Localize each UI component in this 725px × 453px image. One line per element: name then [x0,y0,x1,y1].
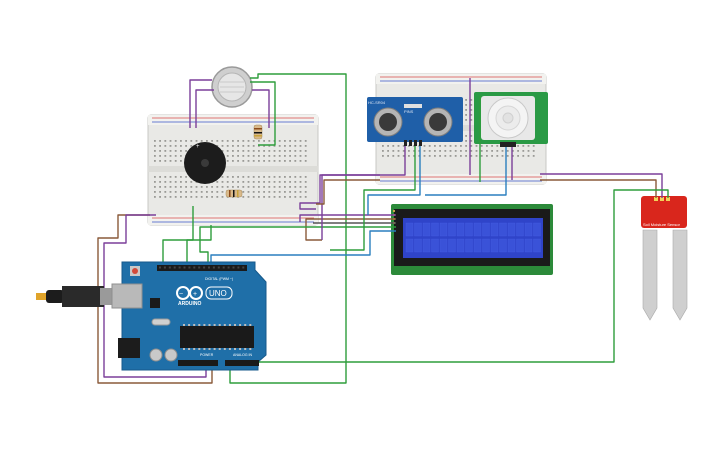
wire-lcd-brown[interactable] [305,218,396,241]
digital-header-pins [159,266,245,269]
lcd-display[interactable] [391,204,553,275]
wire-gas-purple-1[interactable] [189,79,212,128]
lcd-character-cells [405,222,541,253]
arduino-model-text: UNO [209,289,227,298]
digital-header-label: DIGITAL (PWM ~) [205,277,233,281]
chip-pins [183,324,252,350]
wire-gas-green[interactable] [250,81,276,146]
wire-lcd-green[interactable] [199,226,396,265]
arduino-uno-board[interactable]: − + ARDUINO UNO DIGITAL (PWM ~) POWER AN… [111,261,267,371]
wire-power-brown-left[interactable] [97,214,213,384]
svg-text:−: − [179,291,183,298]
wire-gas-purple-3[interactable] [252,89,270,128]
wire-lcd-blue[interactable] [210,230,396,265]
piezo-buzzer[interactable]: + [184,142,226,184]
ultrasonic-model-label: HC-SR04 [368,100,386,105]
usb-cable[interactable] [36,286,124,307]
wire-gas-purple-2[interactable] [195,89,214,128]
wire-us-green[interactable] [330,146,416,251]
resistor-middle[interactable] [225,189,243,198]
arduino-infinity-icon: − + [176,286,203,300]
arduino-logo-text: ARDUINO [178,301,201,307]
wire-soil-green[interactable] [250,189,669,363]
gas-sensor[interactable] [211,66,253,108]
soil-moisture-sensor[interactable]: Soil Moisture Sensor [641,196,688,321]
svg-text:+: + [193,291,197,298]
buzzer-plus-icon: + [196,144,200,150]
left-breadboard[interactable] [147,114,319,226]
pir-motion-sensor[interactable] [474,92,548,147]
wire-bb-link-purple[interactable] [299,174,380,210]
ultrasonic-sensor[interactable]: HC-SR04 PINS [367,97,463,146]
wire-bb-green-1[interactable] [162,206,194,265]
wire-bb-link-brown[interactable] [316,179,380,205]
analog-header-label: ANALOG IN [233,353,253,357]
wire-soil-brown[interactable] [540,179,657,198]
wire-bb-green-2[interactable] [186,225,212,265]
ultrasonic-pins-label: PINS [404,109,414,114]
wire-group [97,73,669,384]
power-header-label: POWER [200,353,214,357]
wire-top-green-long[interactable] [229,73,347,384]
resistor-top[interactable] [253,124,263,140]
wire-soil-purple[interactable] [540,173,663,198]
wire-power-purple-left[interactable] [103,214,207,378]
soil-sensor-label: Soil Moisture Sensor [643,222,681,227]
wire-us-blue[interactable] [367,146,421,215]
wire-pir-blue[interactable] [425,147,507,196]
